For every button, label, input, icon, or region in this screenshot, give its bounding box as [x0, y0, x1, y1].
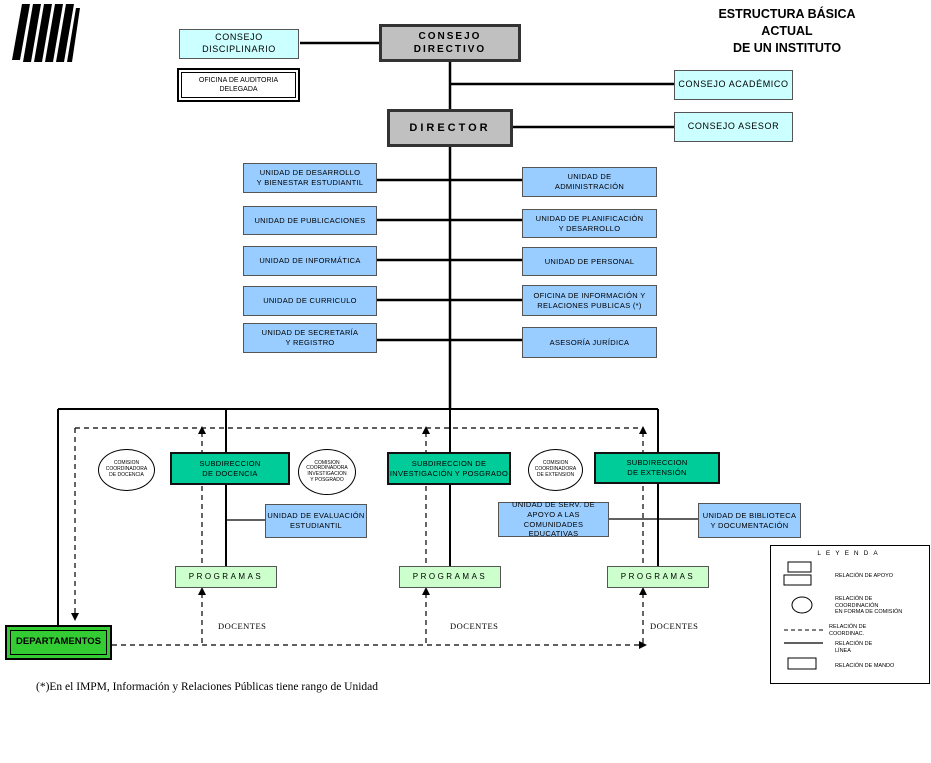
oficina-informacion-box: OFICINA DE INFORMACIÓN Y RELACIONES PUBL…: [522, 285, 657, 316]
unidad-secretaria-registro-box: UNIDAD DE SECRETARÍA Y REGISTRO: [243, 323, 377, 353]
departamentos-frame: DEPARTAMENTOS: [5, 625, 112, 660]
comision-docencia-circle: COMISION COORDINADORA DE DOCENCIA: [98, 449, 155, 491]
legend-apoyo-label: RELACIÓN DE APOYO: [835, 573, 894, 579]
unidad-planificacion-box: UNIDAD DE PLANIFICACIÓN Y DESARROLLO: [522, 209, 657, 238]
unidad-apoyo-comunidades-box: UNIDAD DE SERV. DE APOYO A LAS COMUNIDAD…: [498, 500, 609, 538]
docentes-label-investigacion: DOCENTES: [450, 621, 499, 631]
oficina-auditoria-box: OFICINA DE AUDITORIA DELEGADA: [181, 72, 296, 98]
departamentos-box: DEPARTAMENTOS: [10, 630, 107, 655]
unidad-curriculo-box: UNIDAD DE CURRICULO: [243, 286, 377, 316]
docentes-label-docencia: DOCENTES: [218, 621, 267, 631]
docentes-label-extension: DOCENTES: [650, 621, 699, 631]
consejo-academico-box: CONSEJO ACADÉMICO: [674, 70, 793, 100]
unidad-publicaciones-box: UNIDAD DE PUBLICACIONES: [243, 206, 377, 235]
legend-title: LEYENDA: [817, 550, 883, 557]
subdireccion-extension-box: SUBDIRECCION DE EXTENSIÓN: [594, 452, 720, 484]
unidad-desarrollo-bienestar-box: UNIDAD DE DESARROLLO Y BIENESTAR ESTUDIA…: [243, 163, 377, 193]
legend-comision-label: RELACIÓN DE COORDINACIÓN EN FORMA DE COM…: [835, 596, 903, 616]
comision-investigacion-circle: COMISION COORDINADORA INVESTIGACION Y PO…: [298, 449, 356, 495]
programas-investigacion-box: PROGRAMAS: [399, 566, 501, 588]
asesoria-juridica-box: ASESORÍA JURÍDICA: [522, 327, 657, 358]
consejo-disciplinario-box: CONSEJO DISCIPLINARIO: [179, 29, 299, 59]
page-title: ESTRUCTURA BÁSICA ACTUAL DE UN INSTITUTO: [718, 7, 856, 55]
footnote: (*)En el IMPM, Información y Relaciones …: [36, 681, 379, 693]
consejo-asesor-box: CONSEJO ASESOR: [674, 112, 793, 142]
unidad-biblioteca-box: UNIDAD DE BIBLIOTECA Y DOCUMENTACIÓN: [698, 503, 801, 538]
legend-apoyo-symbol-icon-2: [783, 574, 812, 586]
programas-docencia-box: PROGRAMAS: [175, 566, 277, 588]
director-box: DIRECTOR: [387, 109, 513, 147]
legend-comision-symbol-icon: [791, 596, 813, 614]
comision-extension-circle: COMISION COORDINADORA DE EXTENSION: [528, 449, 583, 491]
programas-extension-box: PROGRAMAS: [607, 566, 709, 588]
legend-coordinacion-label: RELACIÓN DE COORDINAC.: [829, 624, 867, 637]
legend-box: LEYENDA RELACIÓN DE APOYO RELACIÓN DE CO…: [770, 545, 930, 684]
oficina-auditoria-frame: OFICINA DE AUDITORIA DELEGADA: [177, 68, 300, 102]
legend-linea-label: RELACIÓN DE LÍNEA: [835, 641, 873, 654]
unidad-administracion-box: UNIDAD DE ADMINISTRACIÓN: [522, 167, 657, 197]
unidad-evaluacion-box: UNIDAD DE EVALUACIÓN ESTUDIANTIL: [265, 504, 367, 538]
legend-mando-symbol-icon: [787, 657, 817, 670]
subdireccion-docencia-box: SUBDIRECCION DE DOCENCIA: [170, 452, 290, 485]
legend-symbols: [783, 561, 823, 670]
unidad-informatica-box: UNIDAD DE INFORMÁTICA: [243, 246, 377, 276]
unidad-personal-box: UNIDAD DE PERSONAL: [522, 247, 657, 276]
consejo-directivo-box: CONSEJO DIRECTIVO: [379, 24, 521, 62]
subdireccion-investigacion-box: SUBDIRECCION DE INVESTIGACIÓN Y POSGRADO: [387, 452, 511, 485]
legend-apoyo-symbol-icon: [787, 561, 812, 573]
legend-mando-label: RELACIÓN DE MANDO: [835, 663, 895, 669]
institute-logo-icon: [12, 4, 80, 62]
